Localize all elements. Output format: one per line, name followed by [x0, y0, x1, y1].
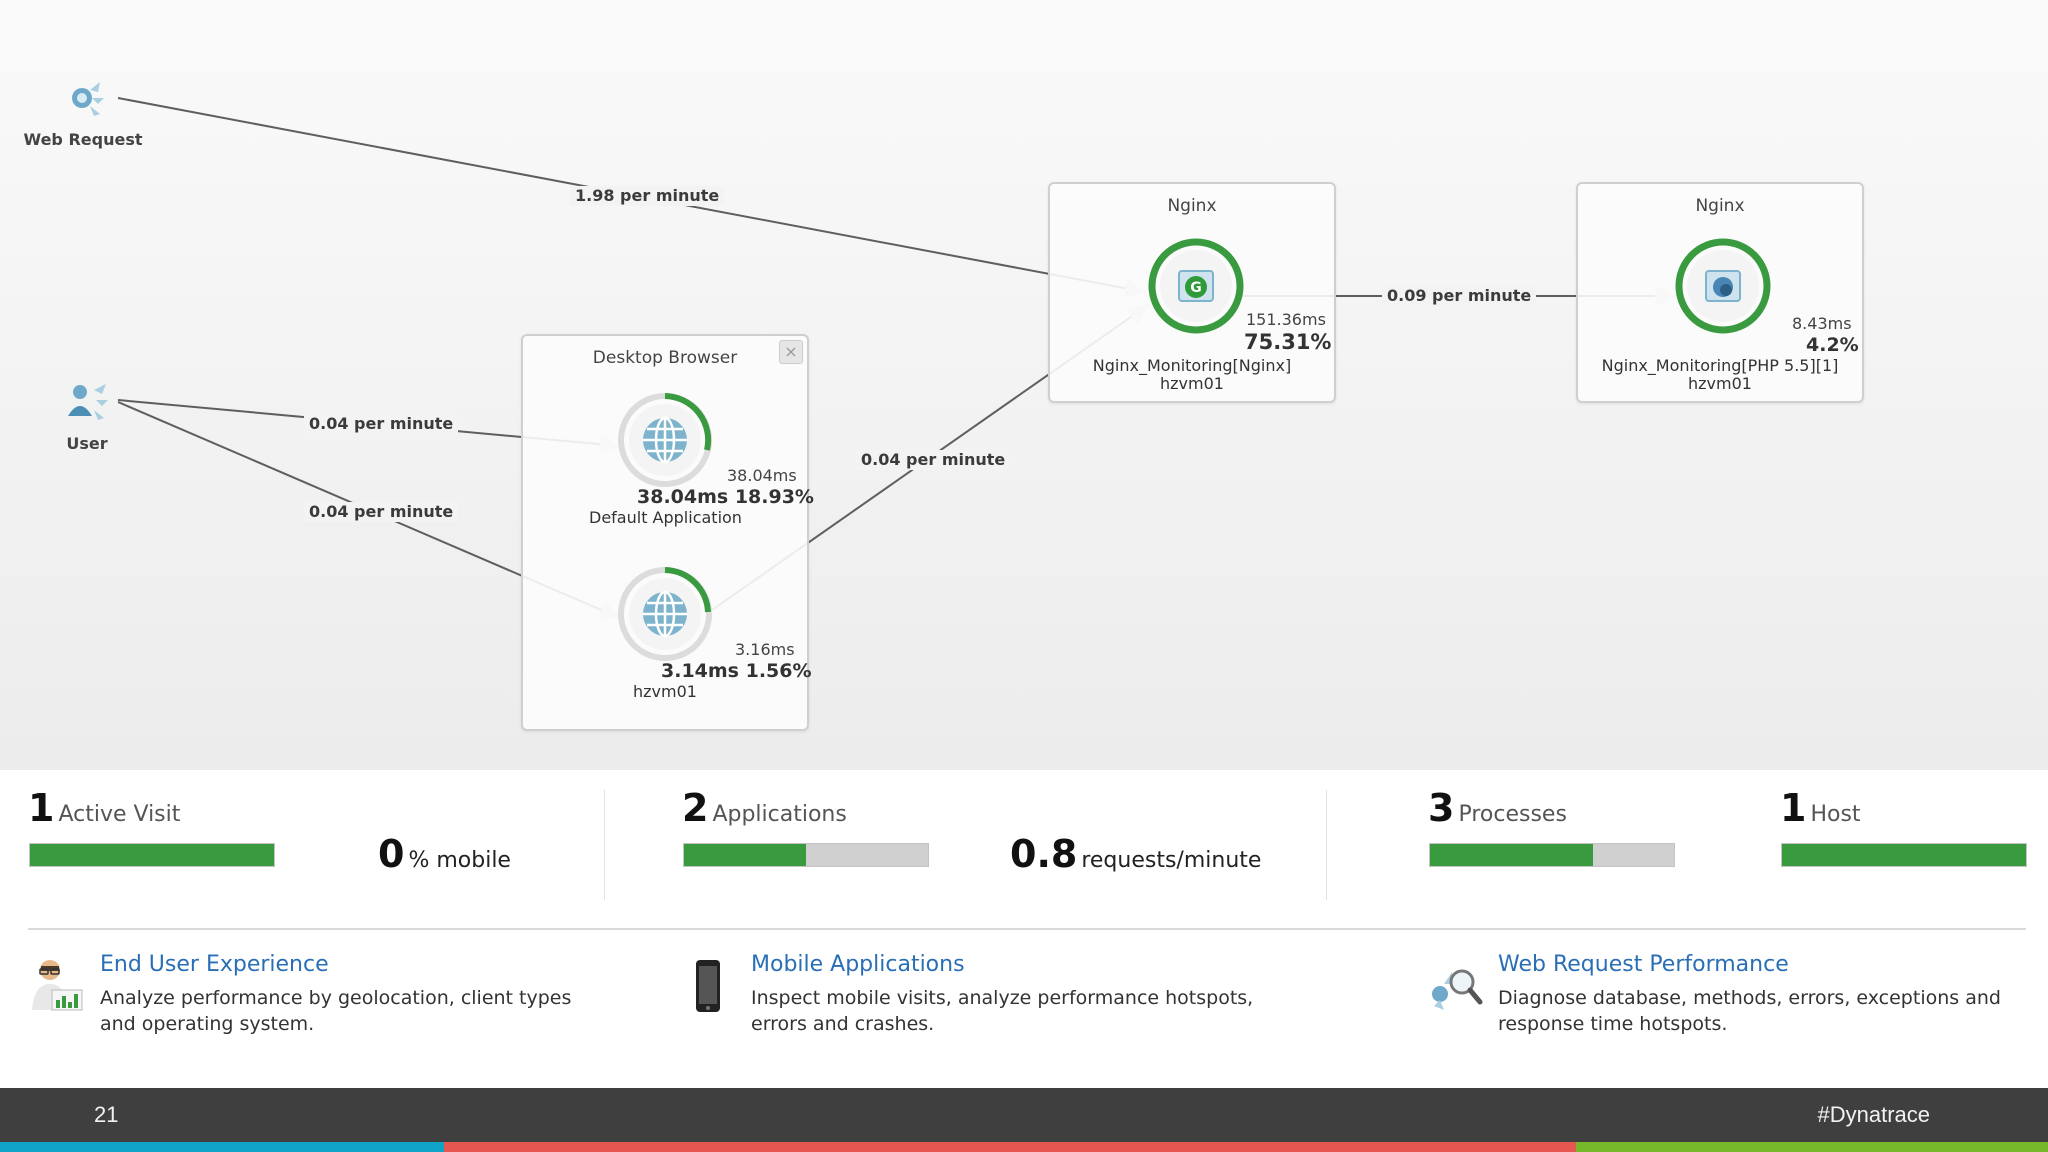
- page-number: 21: [94, 1102, 119, 1127]
- desktop-browser-title: Desktop Browser: [592, 348, 738, 368]
- source-web-request[interactable]: Web Request: [18, 72, 148, 149]
- flow-rate-web-to-nginx: 1.98 per minute: [570, 186, 725, 206]
- user-chart-icon: [32, 960, 83, 1011]
- end-user-experience-title[interactable]: End User Experience: [100, 952, 329, 977]
- globe-icon: [643, 590, 687, 638]
- host-bar: [1781, 843, 2027, 867]
- php-process-icon: [1705, 270, 1741, 302]
- active-visit-count: 1: [28, 786, 55, 830]
- flow-rate-nginx-to-php: 0.09 per minute: [1382, 286, 1537, 306]
- applications-bar: [683, 843, 929, 867]
- processes-bar: [1429, 843, 1675, 867]
- applications-label: Applications: [712, 802, 847, 827]
- nginx-title: Nginx: [1167, 196, 1217, 216]
- mobile-applications-title[interactable]: Mobile Applications: [751, 952, 965, 977]
- web-request-search-icon: [1432, 969, 1483, 1010]
- desktop-browser-group[interactable]: Desktop Browser × 38.04ms 38.04ms 18.93%…: [521, 334, 814, 731]
- mobile-percent: 0: [378, 832, 405, 876]
- stats-divider: [604, 790, 605, 900]
- stats-divider: [1326, 790, 1327, 900]
- requests-label: requests/minute: [1081, 848, 1262, 873]
- hzvm01-response: 3.14ms 1.56%: [661, 660, 812, 682]
- mobile-stat: 0% mobile: [378, 832, 511, 876]
- transaction-flow-canvas: Web Request User 1.98 per minute 0.04 pe…: [0, 0, 2048, 770]
- hashtag: #Dynatrace: [1817, 1102, 1930, 1127]
- nginx-php-title: Nginx: [1695, 196, 1745, 216]
- user-icon: [68, 384, 108, 420]
- nginx-process-name: Nginx_Monitoring[Nginx]: [1092, 356, 1292, 375]
- mobile-applications-link[interactable]: Mobile Applications Inspect mobile visit…: [751, 952, 1253, 1037]
- host-count: 1: [1780, 786, 1807, 830]
- brand-stripe: [0, 1142, 2048, 1152]
- active-visit-bar: [29, 843, 275, 867]
- web-request-performance-link[interactable]: Web Request Performance Diagnose databas…: [1498, 952, 2001, 1037]
- source-user[interactable]: User: [22, 376, 152, 453]
- flow-rate-hzvm-to-nginx: 0.04 per minute: [856, 450, 1011, 470]
- applications-count: 2: [682, 786, 709, 830]
- nginx-server-group[interactable]: Nginx G 151.36ms 75.31% Nginx_Monitoring…: [1048, 182, 1336, 403]
- slide-footer: 21 #Dynatrace: [0, 1088, 2048, 1142]
- section-divider: [28, 928, 2026, 930]
- end-user-experience-desc-line2: and operating system.: [100, 1013, 315, 1035]
- close-icon[interactable]: ×: [779, 340, 803, 364]
- stripe-blue: [0, 1142, 444, 1152]
- processes-label: Processes: [1458, 802, 1567, 827]
- end-user-experience-link[interactable]: End User Experience Analyze performance …: [100, 952, 571, 1037]
- flow-rate-user-to-hzvm: 0.04 per minute: [304, 502, 459, 522]
- nginx-process-icon: G: [1178, 270, 1214, 302]
- default-app-name: Default Application: [589, 508, 742, 527]
- mobile-label: % mobile: [408, 848, 511, 873]
- mobile-applications-desc-line2: errors and crashes.: [751, 1013, 935, 1035]
- nginx-host: hzvm01: [1160, 374, 1224, 393]
- php-percent: 4.2%: [1806, 334, 1859, 356]
- default-app-time: 38.04ms: [727, 466, 797, 485]
- hzvm01-browser-node[interactable]: [615, 564, 715, 664]
- stripe-green: [1576, 1142, 2048, 1152]
- default-application-node[interactable]: [615, 390, 715, 490]
- globe-icon: [643, 416, 687, 464]
- web-request-icon: [72, 82, 104, 116]
- nginx-php-group[interactable]: Nginx 8.43ms 4.2% Nginx_Monitoring[PHP 5…: [1576, 182, 1864, 403]
- default-app-response: 38.04ms 18.93%: [637, 486, 814, 508]
- web-request-performance-title[interactable]: Web Request Performance: [1498, 952, 1789, 977]
- nginx-time: 151.36ms: [1246, 310, 1326, 329]
- mobile-applications-desc-line1: Inspect mobile visits, analyze performan…: [751, 987, 1254, 1009]
- hzvm01-time: 3.16ms: [735, 640, 795, 659]
- web-request-performance-desc-line2: response time hotspots.: [1498, 1013, 1728, 1035]
- php-process-node[interactable]: [1673, 236, 1773, 336]
- active-visit-label: Active Visit: [58, 802, 181, 827]
- nginx-percent: 75.31%: [1244, 330, 1332, 354]
- active-visit-bar-fill: [30, 844, 274, 866]
- processes-count: 3: [1428, 786, 1455, 830]
- host-label: Host: [1810, 802, 1861, 827]
- user-label: User: [66, 434, 108, 453]
- applications-bar-fill: [684, 844, 806, 866]
- svg-text:G: G: [1190, 280, 1202, 296]
- end-user-experience-desc-line1: Analyze performance by geolocation, clie…: [100, 987, 572, 1009]
- mobile-phone-icon: [696, 960, 720, 1012]
- php-process-name: Nginx_Monitoring[PHP 5.5][1]: [1601, 356, 1839, 375]
- host-bar-fill: [1782, 844, 2026, 866]
- requests-rate: 0.8: [1010, 832, 1078, 876]
- web-request-performance-desc-line1: Diagnose database, methods, errors, exce…: [1498, 987, 2001, 1009]
- web-request-label: Web Request: [23, 130, 143, 149]
- php-time: 8.43ms: [1792, 314, 1852, 333]
- php-host: hzvm01: [1688, 374, 1752, 393]
- processes-bar-fill: [1430, 844, 1593, 866]
- stripe-red: [444, 1142, 1576, 1152]
- flow-rate-user-to-default: 0.04 per minute: [304, 414, 459, 434]
- nginx-process-node[interactable]: G: [1146, 236, 1246, 336]
- hzvm01-name: hzvm01: [633, 682, 697, 701]
